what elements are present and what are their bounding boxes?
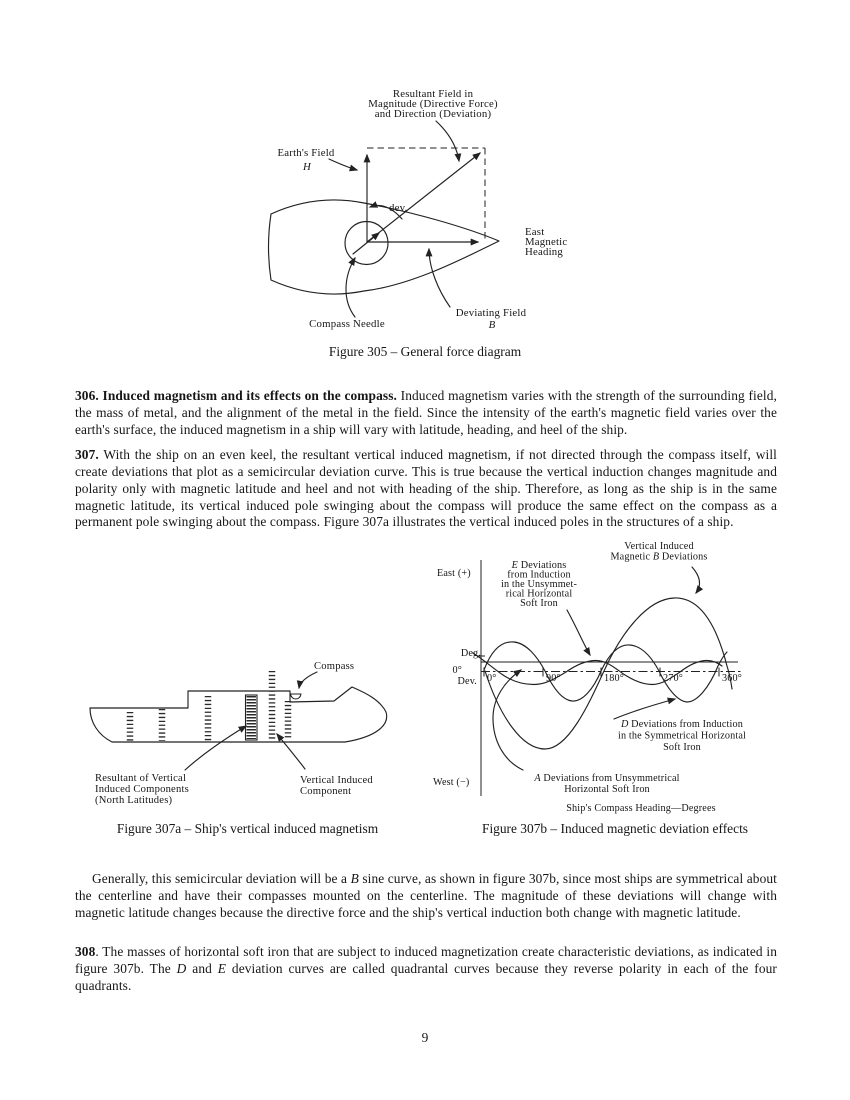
resultant-label-line2: Magnitude (Directive Force) xyxy=(368,98,498,110)
page-number: 9 xyxy=(421,1030,429,1045)
zero-axis-label: 0° xyxy=(453,665,462,676)
a-curve-label-line2: Horizontal Soft Iron xyxy=(564,784,650,795)
e-deviation-curve xyxy=(472,652,723,686)
compass-label: Compass xyxy=(314,661,354,672)
figure-307b-caption: Figure 307b – Induced magnetic deviation… xyxy=(482,821,748,836)
resultant-component-bar xyxy=(244,694,258,741)
d-label-leader-arrow xyxy=(613,697,677,720)
d-curve-label-line1: D Deviations from Induction xyxy=(620,719,743,730)
e-label-leader-arrow xyxy=(566,609,591,657)
b-label-leader-arrow xyxy=(691,566,704,595)
resultant-label-leader-arrow xyxy=(184,725,248,771)
b-curve-label-line1: Vertical Induced xyxy=(624,541,693,552)
east-heading-label-line3: Heading xyxy=(525,246,563,258)
d-curve-label-line3: Soft Iron xyxy=(663,742,701,753)
west-negative-label: West (−) xyxy=(433,777,469,788)
deviating-field-label-leader-arrow xyxy=(425,247,451,308)
earths-field-label-leader-arrow xyxy=(328,158,359,172)
b-deviation-curve xyxy=(484,597,733,750)
paragraph-307: 307. With the ship on an even keel, the … xyxy=(75,447,777,531)
paragraph-308-s3: deviation curves are called quadrantal c… xyxy=(75,961,777,993)
paragraph-306-lead: 306. Induced magnetism and its effects o… xyxy=(75,388,397,404)
paragraph-308-lead: 308 xyxy=(75,944,96,960)
resultant-label-line1: Resultant of Vertical xyxy=(95,773,186,784)
resultant-label-leader-arrow xyxy=(435,120,462,163)
e-curve-label-line5: Soft Iron xyxy=(520,598,558,609)
compass-label-leader-arrow xyxy=(296,671,318,690)
earths-field-label: Earth's Field xyxy=(277,147,334,159)
component-label-line1: Vertical Induced xyxy=(300,775,373,786)
deg-axis-label: Deg. xyxy=(461,648,481,659)
compass-needle-label: Compass Needle xyxy=(309,318,385,330)
paragraph-general-post: sine curve, as shown in figure 307b, sin… xyxy=(75,871,777,920)
resultant-field-vector-arrow xyxy=(366,152,482,243)
resultant-label-line1: Resultant Field in xyxy=(393,88,474,100)
compass-needle-arrow xyxy=(352,232,381,255)
paragraph-307-body: With the ship on an even keel, the resul… xyxy=(75,447,777,530)
figure-305-general-force-diagram: Resultant Field in Magnitude (Directive … xyxy=(267,88,567,331)
resultant-label-line2: Induced Components xyxy=(95,784,189,795)
ship-hull-top-view xyxy=(267,199,500,295)
paragraph-306-body: Induced magnetism varies with the streng… xyxy=(75,388,777,437)
east-positive-label: East (+) xyxy=(437,568,471,579)
component-label-leader-arrow xyxy=(276,732,306,770)
e-curve-label-line4: rical Horizontal xyxy=(506,589,573,600)
a-curve-label-line1: A Deviations from Unsymmetrical xyxy=(533,773,679,784)
x-tick-label-0: 0° xyxy=(487,673,496,684)
paragraph-general-pre: Generally, this semicircular deviation w… xyxy=(92,871,351,887)
paragraph-308: 308. The masses of horizontal soft iron … xyxy=(75,944,777,994)
paragraph-general: Generally, this semicircular deviation w… xyxy=(75,871,777,921)
east-heading-label-line2: Magnetic xyxy=(525,236,567,248)
figure-305-caption: Figure 305 – General force diagram xyxy=(328,344,522,359)
a-label-leader-arrow xyxy=(492,669,524,771)
x-tick-label-180: 180° xyxy=(604,673,624,684)
d-deviation-curve xyxy=(483,641,728,703)
paragraph-308-s2: and xyxy=(186,961,218,977)
deviation-angle-arc xyxy=(368,201,403,220)
east-heading-label-line1: East xyxy=(525,226,544,238)
x-tick-label-360: 360° xyxy=(722,673,742,684)
paragraph-general-var-b: B xyxy=(350,871,359,887)
e-curve-label-line3: in the Unsymmet- xyxy=(501,579,577,590)
d-curve-label-line2: in the Symmetrical Horizontal xyxy=(618,731,746,742)
paragraph-308-var-d: D xyxy=(176,961,187,977)
deviating-field-label: Deviating Field xyxy=(456,307,527,319)
compass-bowl-symbol xyxy=(289,693,302,700)
x-axis-title: Ship's Compass Heading—Degrees xyxy=(566,803,716,814)
figure-307a-ship-vertical-induced-magnetism: Compass Resultant of Vertical Induced Co… xyxy=(89,661,388,806)
earths-field-symbol: H xyxy=(302,161,312,173)
resultant-label-line3: (North Latitudes) xyxy=(95,795,173,806)
figure-307a-caption: Figure 307a – Ship's vertical induced ma… xyxy=(116,821,379,836)
deviation-angle-label: dev. xyxy=(389,202,407,214)
b-curve-label-line2: Magnetic B Deviations xyxy=(610,552,707,563)
e-curve-label-line1: E Deviations xyxy=(511,560,567,571)
x-tick-label-90: 90° xyxy=(546,673,561,684)
paragraph-308-s1: . The masses of horizontal soft iron tha… xyxy=(75,944,777,977)
paragraph-307-lead: 307. xyxy=(75,447,99,463)
deviating-field-symbol: B xyxy=(489,319,496,331)
figure-307b-deviation-curves-chart: Vertical Induced Magnetic B Deviations E… xyxy=(433,541,746,814)
resultant-label-line3: and Direction (Deviation) xyxy=(375,108,492,120)
x-tick-label-270: 270° xyxy=(663,673,683,684)
component-label-line2: Component xyxy=(300,786,351,797)
ship-hull-side-profile xyxy=(89,686,388,743)
e-curve-label-line2: from Induction xyxy=(507,570,571,581)
dev-axis-label: Dev. xyxy=(458,676,477,687)
paragraph-306: 306. Induced magnetism and its effects o… xyxy=(75,388,777,438)
paragraph-308-var-e: E xyxy=(217,961,227,977)
compass-needle-label-leader-arrow xyxy=(345,256,356,318)
